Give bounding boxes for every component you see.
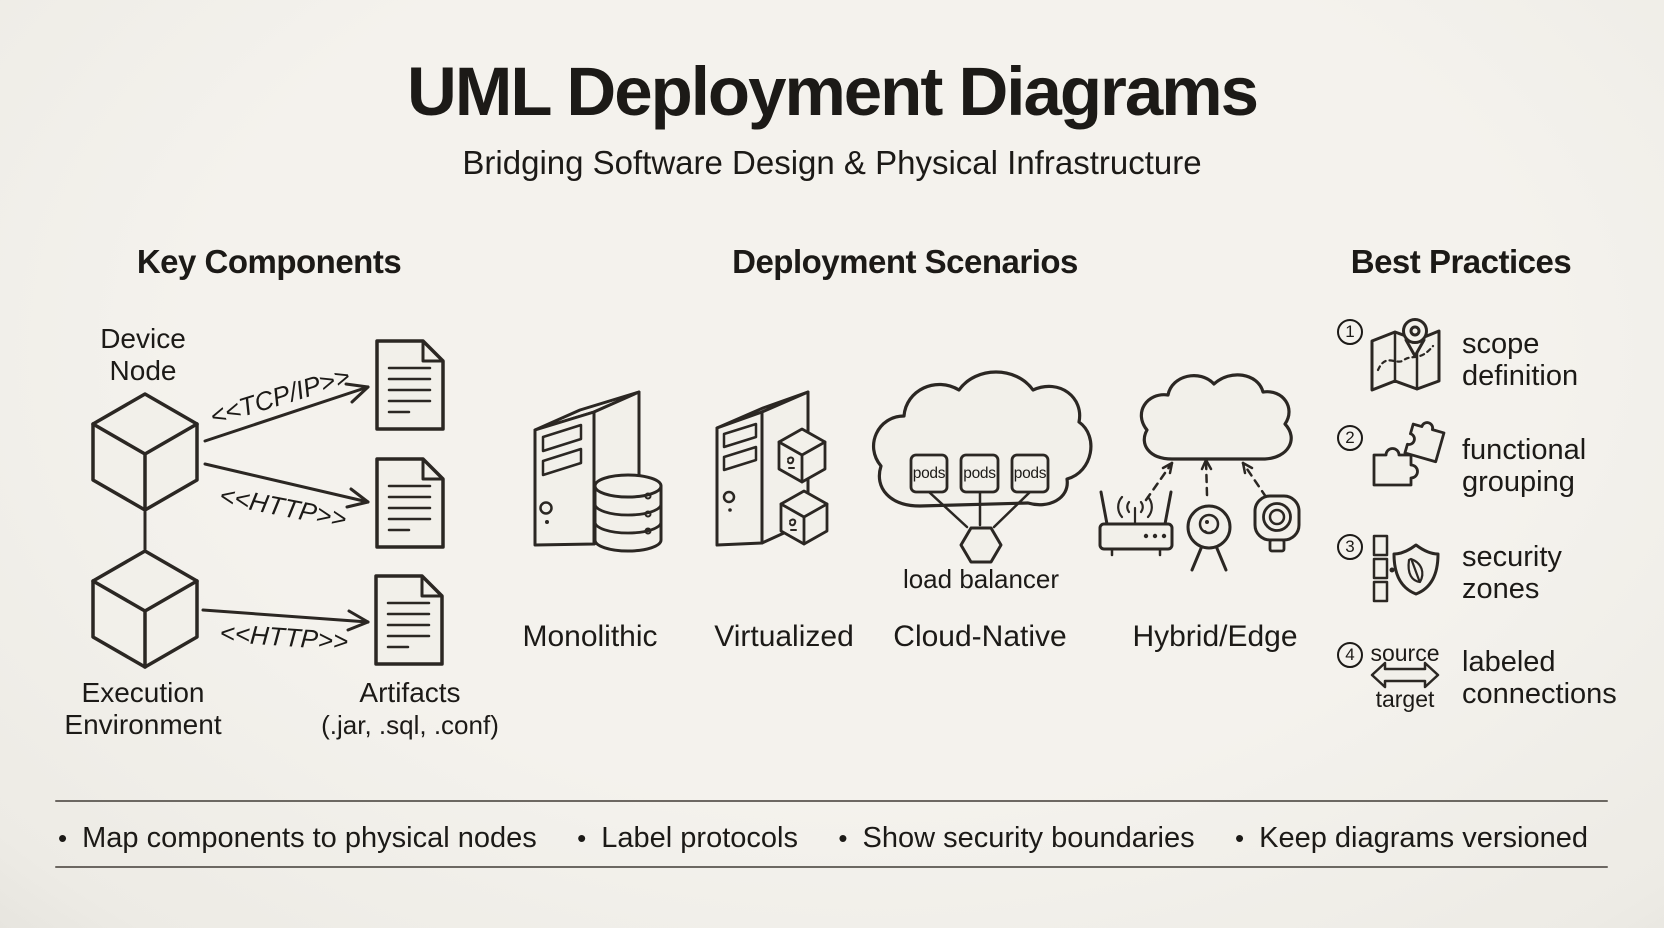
router-icon [1098,490,1174,557]
artifact-document-icon [375,339,445,431]
bullet-icon: • [577,823,587,853]
best-practices-heading: Best Practices [1350,243,1572,280]
cloud-icon [1139,373,1293,461]
camera-device-icon [1253,494,1301,553]
device-node-cube-icon [91,392,199,512]
pod-box-icon [909,453,949,494]
pod-label: pods [963,464,996,482]
virtualized-server-icon [715,390,829,547]
pod-box-icon [1010,453,1050,494]
source-target-double-arrow-icon [1370,661,1440,689]
bp-label-scope-definition: scope definition [1462,328,1579,392]
key-components-heading: Key Components [136,243,402,280]
artifacts-label: Artifacts (.jar, .sql, .conf) [321,677,499,740]
bullet-icon: • [838,823,848,853]
map-with-pin-icon [1370,318,1441,392]
bullet-icon: • [58,823,68,853]
webcam-icon [1186,504,1232,572]
bp-number-3: 3 [1337,534,1363,560]
bp-number-4: 4 [1337,642,1363,668]
artifact-document-icon [374,574,444,666]
pod-label: pods [1013,464,1047,482]
page-subtitle: Bridging Software Design & Physical Infr… [462,144,1202,181]
footer-top-rule [55,800,1608,802]
bp-number-2: 2 [1337,425,1363,451]
footer-bullet-text: Map components to physical nodes [82,822,537,854]
footer-bullet-item: • Label protocols [577,822,798,855]
tcp-ip-connection-arrow [203,382,370,443]
deployment-scenarios-heading: Deployment Scenarios [732,243,1078,280]
page-title: UML Deployment Diagrams [407,53,1259,130]
scenario-label-hybrid-edge: Hybrid/Edge [1132,620,1298,653]
target-label: target [1375,686,1435,712]
footer-bullet-text: Label protocols [601,822,798,854]
scenario-label-monolithic: Monolithic [522,620,658,653]
bp-label-functional-grouping: functional grouping [1462,434,1587,498]
pod-label: pods [912,464,946,482]
database-cylinder-icon [593,473,663,553]
device-node-label: Device Node [100,323,186,386]
monolithic-server-icon [533,390,663,553]
http-connection-arrow-1 [203,462,370,509]
load-balancer-hexagon-icon [959,526,1003,564]
shield-icon [1392,543,1440,596]
footer-bullet-row: • Map components to physical nodes • Lab… [58,822,1588,855]
artifact-document-icon [375,457,445,549]
pod-box-icon [959,453,1000,494]
footer-bottom-rule [55,866,1608,868]
source-label: source [1370,640,1440,666]
footer-bullet-item: • Map components to physical nodes [58,822,537,855]
bp-label-labeled-connections: labeled connections [1462,646,1617,710]
execution-environment-label: Execution Environment [64,677,222,740]
load-balancer-label: load balancer [902,564,1060,594]
puzzle-pieces-icon [1372,421,1446,487]
vm-cube-icon [777,427,827,484]
bullet-icon: • [1235,823,1245,853]
execution-environment-cube-icon [91,549,199,669]
uplink-dashed-arrows [1144,458,1268,502]
footer-bullet-text: Show security boundaries [862,822,1195,854]
scenario-label-cloud-native: Cloud-Native [893,620,1067,653]
footer-bullet-item: • Keep diagrams versioned [1235,822,1588,855]
bp-number-1: 1 [1337,319,1363,345]
http-connection-arrow-2 [201,608,370,632]
footer-bullet-item: • Show security boundaries [838,822,1194,855]
cloud-native-icon [871,370,1093,564]
footer-bullet-text: Keep diagrams versioned [1259,822,1588,854]
scenario-label-virtualized: Virtualized [714,620,854,653]
hybrid-edge-icon [1098,373,1301,572]
security-zones-icon [1372,534,1440,603]
bp-label-security-zones: security zones [1462,541,1562,605]
